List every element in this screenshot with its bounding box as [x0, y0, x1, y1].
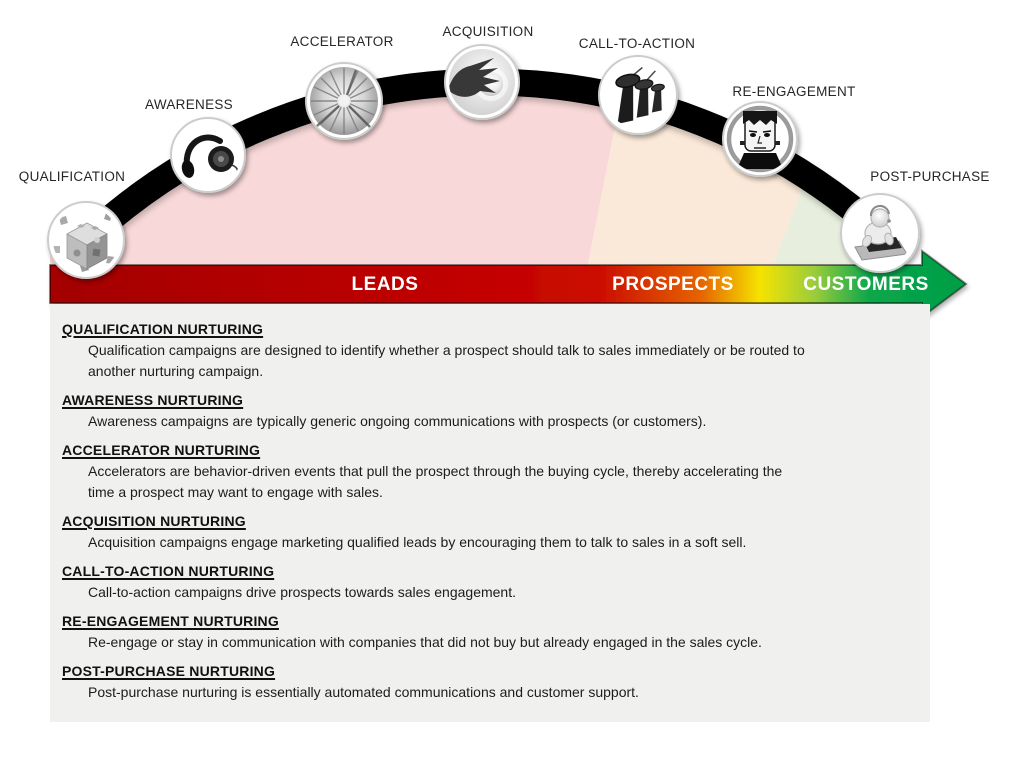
stage-node-acquisition: [444, 44, 520, 120]
frankenstein-face-icon: [737, 111, 783, 169]
body-line: Accelerators are behavior-driven events …: [88, 463, 783, 479]
funnel-diagram: [47, 44, 968, 330]
stage-label-acquisition: ACQUISITION: [442, 24, 534, 39]
megaphone-horns-icon: [615, 66, 665, 124]
section-title: QUALIFICATION NURTURING: [62, 321, 264, 337]
section-body: Accelerators are behavior-driven events …: [62, 461, 916, 503]
section-body: Qualification campaigns are designed to …: [62, 340, 916, 382]
stage-label-post-purchase: POST-PURCHASE: [870, 169, 990, 184]
customers-zone: [748, 82, 880, 330]
section-awareness-nurturing: AWARENESS NURTURING Awareness campaigns …: [62, 390, 916, 432]
body-line: Call-to-action campaigns drive prospects…: [88, 584, 516, 600]
section-body: Call-to-action campaigns drive prospects…: [62, 582, 916, 603]
section-title: POST-PURCHASE NURTURING: [62, 663, 276, 679]
section-qualification-nurturing: QUALIFICATION NURTURING Qualification ca…: [62, 319, 916, 382]
headphones-icon: [181, 134, 239, 178]
section-call-to-action-nurturing: CALL-TO-ACTION NURTURING Call-to-action …: [62, 561, 916, 603]
stage-node-re-engagement: [722, 101, 798, 177]
section-title: ACCELERATOR NURTURING: [62, 442, 261, 458]
body-line: Re-engage or stay in communication with …: [88, 634, 762, 650]
stage-label-awareness: AWARENESS: [145, 97, 233, 112]
node-circle: [170, 117, 246, 193]
body-line: Acquisition campaigns engage marketing q…: [88, 534, 747, 550]
stage-node-accelerator: [305, 62, 383, 140]
bar-label-leads: LEADS: [351, 274, 419, 295]
section-re-engagement-nurturing: RE-ENGAGEMENT NURTURING Re-engage or sta…: [62, 611, 916, 653]
body-line: another nurturing campaign.: [88, 363, 264, 379]
section-body: Post-purchase nurturing is essentially a…: [62, 682, 916, 703]
body-line: time a prospect may want to engage with …: [88, 484, 383, 500]
stage-label-accelerator: ACCELERATOR: [290, 34, 394, 49]
stage-node-call-to-action: [598, 55, 678, 135]
funnel-arrow: [49, 249, 968, 319]
section-acquisition-nurturing: ACQUISITION NURTURING Acquisition campai…: [62, 511, 916, 553]
section-title: RE-ENGAGEMENT NURTURING: [62, 613, 279, 629]
stage-label-call-to-action: CALL-TO-ACTION: [578, 36, 696, 51]
stage-label-qualification: QUALIFICATION: [18, 169, 126, 184]
section-accelerator-nurturing: ACCELERATOR NURTURING Accelerators are b…: [62, 440, 916, 503]
section-body: Awareness campaigns are typically generi…: [62, 411, 916, 432]
section-title: CALL-TO-ACTION NURTURING: [62, 563, 275, 579]
stage-node-awareness: [170, 117, 246, 193]
body-line: Qualification campaigns are designed to …: [88, 342, 805, 358]
body-line: Post-purchase nurturing is essentially a…: [88, 684, 639, 700]
stage-nodes: [47, 44, 920, 279]
bar-label-prospects: PROSPECTS: [612, 274, 734, 295]
hand-reaching-orb-icon: [449, 49, 515, 115]
section-title: AWARENESS NURTURING: [62, 392, 244, 408]
section-post-purchase-nurturing: POST-PURCHASE NURTURING Post-purchase nu…: [62, 661, 916, 703]
section-body: Re-engage or stay in communication with …: [62, 632, 916, 653]
section-body: Acquisition campaigns engage marketing q…: [62, 532, 916, 553]
speed-tunnel-icon: [310, 67, 378, 135]
stage-node-post-purchase: [840, 193, 920, 273]
section-title: ACQUISITION NURTURING: [62, 513, 246, 529]
stage-node-qualification: [47, 201, 125, 279]
node-circle: [598, 55, 678, 135]
bar-label-customers: CUSTOMERS: [803, 274, 929, 295]
body-line: Awareness campaigns are typically generi…: [88, 413, 707, 429]
definitions-panel: QUALIFICATION NURTURING Qualification ca…: [50, 304, 930, 722]
figure-at-keyboard-icon: [854, 205, 908, 261]
stage-label-re-engagement: RE-ENGAGEMENT: [732, 84, 856, 99]
